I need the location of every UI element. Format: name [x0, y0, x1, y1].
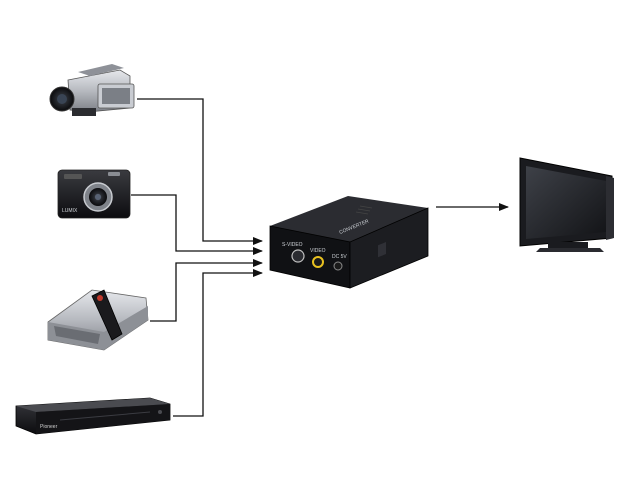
s-video-port [291, 249, 305, 263]
camera-cable [131, 194, 263, 255]
svg-text:S-VIDEO: S-VIDEO [282, 242, 303, 248]
dvd-player-icon: Pioneer [15, 397, 171, 435]
svg-text:LUMIX: LUMIX [62, 208, 78, 214]
composite-port [312, 256, 324, 268]
svg-text:DC 5V: DC 5V [332, 254, 347, 260]
video-converter-icon: CONVERTER S-VIDEO VIDEO DC 5V [269, 196, 429, 289]
svg-text:Pioneer: Pioneer [40, 424, 58, 430]
set-top-box-cable [150, 259, 263, 322]
connection-lines [131, 98, 509, 417]
remote-control-icon [91, 289, 123, 341]
camcorder-icon [49, 64, 135, 116]
tv-monitor-icon [519, 157, 614, 252]
svg-text:VIDEO: VIDEO [310, 248, 326, 254]
digital-camera-icon: LUMIX [57, 169, 131, 219]
dvd-player-cable [173, 269, 263, 417]
set-top-box-icon [47, 289, 149, 351]
dc-power-port [333, 261, 343, 271]
camcorder-cable [137, 98, 263, 245]
